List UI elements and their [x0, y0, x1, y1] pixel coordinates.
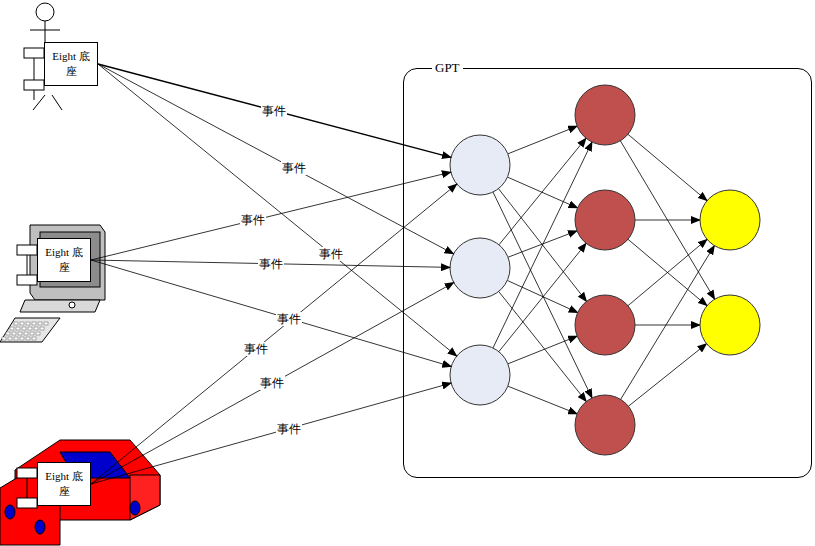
neural-net: [450, 85, 760, 455]
component-box: Eight 底座: [37, 238, 91, 282]
event-arrow: [91, 184, 457, 484]
event-arrow: [98, 64, 451, 157]
edge-label: 事件: [276, 422, 302, 436]
event-arrow: [98, 64, 454, 254]
node-label: GPT: [432, 60, 463, 76]
car-icon: [0, 440, 160, 545]
edge-label: 事件: [258, 257, 284, 271]
keyboard-keys: [2, 322, 48, 340]
neuron: [700, 190, 760, 250]
node-label: Eight 底座: [44, 469, 84, 499]
component-box: Eight 底座: [44, 42, 98, 86]
edge-label: 事件: [259, 376, 285, 390]
neuron: [450, 345, 510, 405]
neuron: [450, 238, 510, 298]
event-arrow: [91, 383, 451, 484]
edge-label: 事件: [240, 213, 266, 227]
component-box: Eight 底座: [37, 462, 91, 506]
edge-label: 事件: [318, 247, 344, 261]
neuron: [700, 295, 760, 355]
neuron: [575, 295, 635, 355]
event-arrow: [91, 283, 454, 484]
neuron: [575, 190, 635, 250]
edge-label: 事件: [261, 104, 287, 118]
neuron: [575, 395, 635, 455]
event-arrow: [91, 260, 451, 366]
edge-label: 事件: [281, 161, 307, 175]
node-label: Eight 底座: [51, 49, 91, 79]
edge-label: 事件: [243, 342, 269, 356]
gpt-container: GPT: [403, 68, 812, 478]
neuron: [450, 135, 510, 195]
computer-icon: [0, 225, 105, 342]
neuron: [575, 85, 635, 145]
edge-label: 事件: [276, 312, 302, 326]
event-arrow: [91, 172, 451, 260]
node-label: Eight 底座: [44, 245, 84, 275]
